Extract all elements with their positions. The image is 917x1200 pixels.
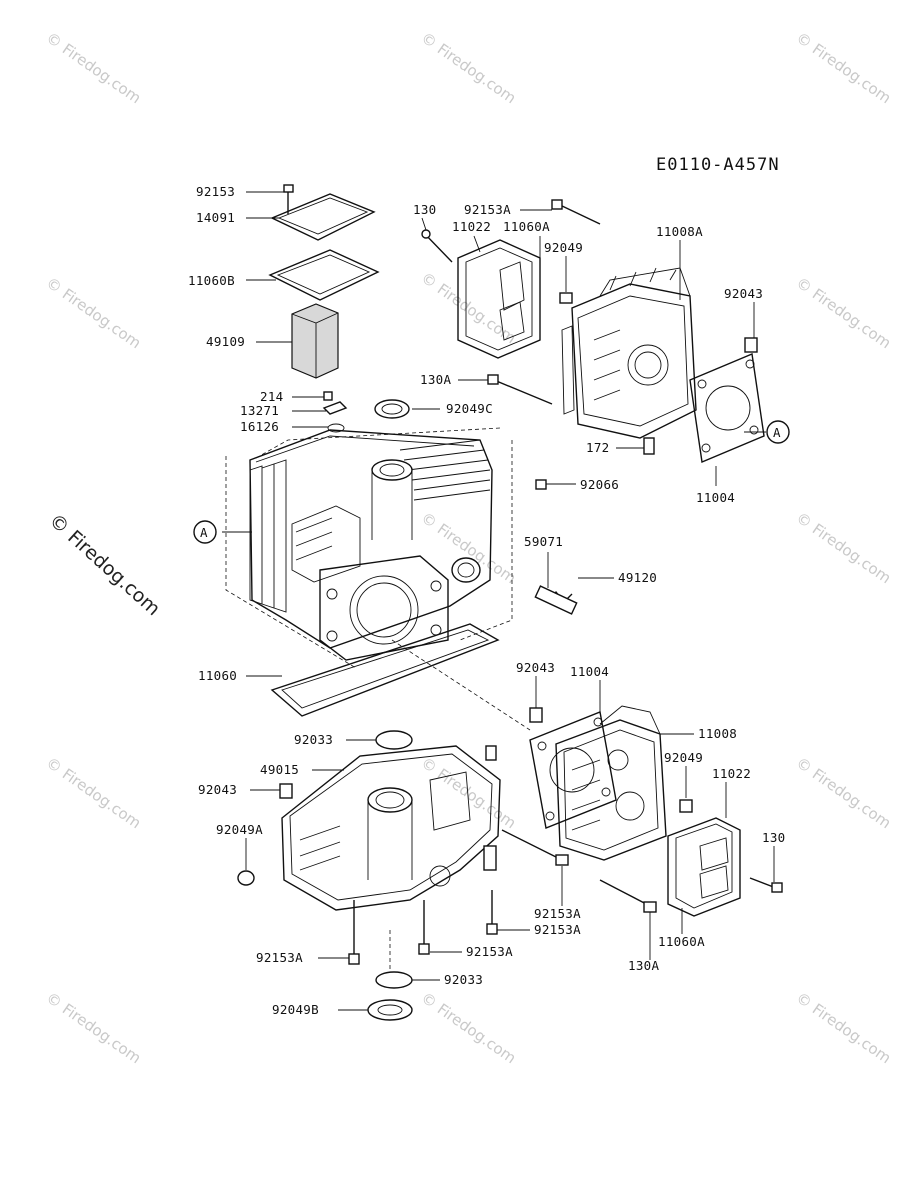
part-label-92153a-r1: 92153A: [534, 906, 581, 921]
part-label-59071: 59071: [524, 534, 563, 549]
watermark: © Firedog.com: [418, 989, 520, 1068]
callout-label: A: [773, 425, 781, 440]
leader-lines: [222, 191, 775, 1011]
part-label-16126: 16126: [240, 419, 279, 434]
part-label-92049c: 92049C: [446, 401, 493, 416]
part-label-92049a: 92049A: [216, 822, 263, 837]
part-label-11060b: 11060B: [188, 273, 235, 288]
part-label-92043-left: 92043: [198, 782, 237, 797]
part-label-11022-top: 11022: [452, 219, 491, 234]
diagram-code: E0110-A457N: [656, 155, 780, 175]
part-labels: 92153 14091 11060B 49109 214 13271 16126…: [188, 184, 785, 1017]
cylinder-block-group: [225, 391, 578, 731]
part-label-11008: 11008: [698, 726, 737, 741]
part-label-11060a-low: 11060A: [658, 934, 705, 949]
part-label-130-top: 130: [413, 202, 436, 217]
watermark: © Firedog.com: [793, 274, 895, 353]
part-label-92153a-left: 92153A: [256, 950, 303, 965]
watermark: © Firedog.com: [793, 29, 895, 108]
part-label-14091: 14091: [196, 210, 235, 225]
callout-a-left: A: [193, 520, 217, 544]
part-label-49109: 49109: [206, 334, 245, 349]
part-label-92043-mid: 92043: [516, 660, 555, 675]
part-label-130-low: 130: [762, 830, 785, 845]
part-label-11004-top: 11004: [696, 490, 735, 505]
part-label-11008a: 11008A: [656, 224, 703, 239]
part-label-172: 172: [586, 440, 609, 455]
part-label-130a-low: 130A: [628, 958, 659, 973]
breather-cover-group: [268, 184, 380, 379]
part-label-92049b: 92049B: [272, 1002, 319, 1017]
cylinder-head-lower-group: [501, 705, 783, 917]
part-label-11060: 11060: [198, 668, 237, 683]
part-label-92066: 92066: [580, 477, 619, 492]
callout-a-right: A: [766, 420, 790, 444]
watermark: © Firedog.com: [43, 29, 145, 108]
part-label-92043-top: 92043: [724, 286, 763, 301]
part-label-92153a-r2: 92153A: [534, 922, 581, 937]
part-label-11022-low: 11022: [712, 766, 751, 781]
part-label-92153a-top: 92153A: [464, 202, 511, 217]
part-label-130a-top: 130A: [420, 372, 451, 387]
watermark: © Firedog.com: [43, 754, 145, 833]
watermark: © Firedog.com: [793, 754, 895, 833]
watermark: © Firedog.com: [418, 29, 520, 108]
part-label-92033-top: 92033: [294, 732, 333, 747]
watermark: © Firedog.com: [793, 509, 895, 588]
part-label-49015: 49015: [260, 762, 299, 777]
watermark: © Firedog.com: [793, 989, 895, 1068]
watermark-large: © Firedog.com: [45, 509, 165, 620]
watermark: © Firedog.com: [43, 274, 145, 353]
part-label-214: 214: [260, 389, 283, 404]
part-label-49120: 49120: [618, 570, 657, 585]
part-label-92153: 92153: [196, 184, 235, 199]
callout-label: A: [200, 525, 208, 540]
cylinder-head-upper-group: [421, 199, 765, 463]
part-label-92033-low: 92033: [444, 972, 483, 987]
part-label-11004-mid: 11004: [570, 664, 609, 679]
part-label-13271: 13271: [240, 403, 279, 418]
part-label-92049-low: 92049: [664, 750, 703, 765]
part-label-92153a-mid: 92153A: [466, 944, 513, 959]
part-label-92049-top: 92049: [544, 240, 583, 255]
part-label-11060a-top: 11060A: [503, 219, 550, 234]
watermark: © Firedog.com: [43, 989, 145, 1068]
watermarks: © Firedog.com © Firedog.com © Firedog.co…: [43, 29, 895, 1068]
